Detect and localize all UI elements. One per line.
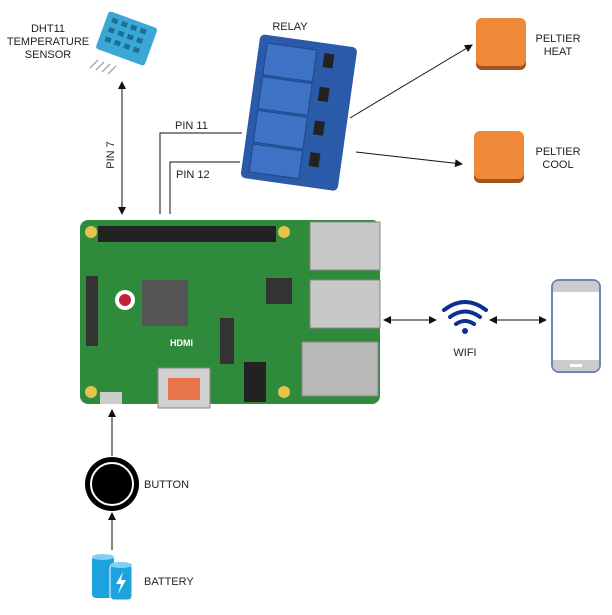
battery-icon: [92, 554, 133, 601]
pin12-wire: [169, 161, 240, 214]
wifi-label: WIFI: [453, 347, 476, 359]
button-label: BUTTON: [144, 479, 189, 491]
peltier-cool-label-1: PELTIER: [535, 146, 580, 158]
sensor-label-1: DHT11: [31, 23, 65, 35]
hdmi-label: HDMI: [170, 338, 193, 348]
peltier-heat-icon: [476, 18, 526, 70]
button-icon: [85, 457, 139, 511]
pin11-wire: [159, 132, 242, 214]
pin11-label: PIN 11: [175, 120, 208, 132]
peltier-cool-label-2: COOL: [542, 159, 573, 171]
dht11-sensor-icon: [89, 11, 158, 75]
pin7-label: PIN 7: [105, 141, 117, 169]
peltier-heat-label-1: PELTIER: [535, 33, 580, 45]
wifi-icon: [442, 300, 488, 334]
smartphone-icon: [551, 279, 601, 373]
sensor-label-3: SENSOR: [25, 49, 72, 61]
cool-connector: [355, 151, 463, 168]
raspberry-pi-board-icon: HDMI: [80, 220, 381, 409]
relay-module-icon: [240, 34, 357, 191]
peltier-heat-label-2: HEAT: [544, 46, 573, 58]
peltier-cool-icon: [474, 131, 524, 183]
heat-connector: [349, 44, 473, 119]
battery-label: BATTERY: [144, 576, 194, 588]
sensor-label-2: TEMPERATURE: [7, 36, 89, 48]
relay-label: RELAY: [272, 21, 308, 33]
pin12-label: PIN 12: [176, 169, 210, 181]
